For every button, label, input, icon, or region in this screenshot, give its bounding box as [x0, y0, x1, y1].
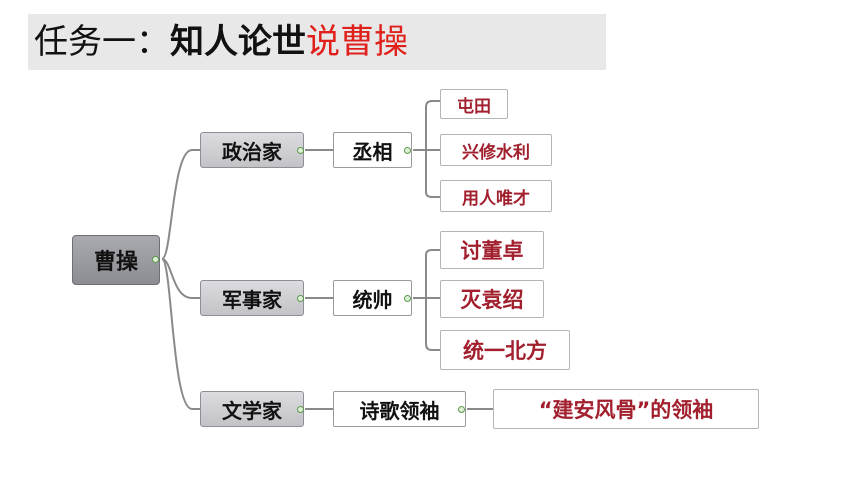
node-label: 文学家 [222, 398, 282, 423]
leaf-label: 用人唯才 [462, 188, 530, 209]
node-chancellor[interactable]: 丞相 [333, 132, 412, 168]
leaf-unify-north[interactable]: 统一北方 [440, 330, 570, 370]
collapse-dot-icon[interactable] [297, 295, 304, 302]
title-bar: 任务一：知人论世说曹操 [28, 14, 606, 70]
leaf-dongzhuo[interactable]: 讨董卓 [440, 231, 544, 269]
leaf-talent[interactable]: 用人唯才 [440, 180, 552, 212]
link-root-literary [161, 258, 200, 410]
leaf-tuntian[interactable]: 屯田 [440, 89, 508, 119]
collapse-dot-icon[interactable] [458, 406, 465, 413]
title-red: 说曹操 [306, 22, 408, 62]
node-label: 军事家 [222, 287, 282, 312]
node-label: 丞相 [352, 139, 393, 164]
link-root-politician [161, 149, 200, 260]
collapse-dot-icon[interactable] [297, 147, 304, 154]
root-label: 曹操 [93, 250, 138, 275]
leaf-label: 屯田 [457, 96, 491, 117]
link-root-military [161, 258, 200, 299]
node-label: 统帅 [352, 287, 393, 312]
leaf-label: 兴修水利 [462, 142, 530, 163]
leaf-label: 讨董卓 [460, 239, 524, 263]
title-prefix: 任务一： [34, 22, 170, 62]
collapse-dot-icon[interactable] [404, 147, 411, 154]
node-military[interactable]: 军事家 [200, 280, 304, 316]
link-commander-leaves [413, 249, 440, 351]
leaf-jianan-leader[interactable]: “建安风骨”的领袖 [493, 389, 759, 429]
collapse-dot-icon[interactable] [404, 295, 411, 302]
collapse-dot-icon[interactable] [152, 256, 159, 263]
node-poetry-leader[interactable]: 诗歌领袖 [333, 391, 466, 427]
node-label: 诗歌领袖 [359, 398, 440, 423]
node-literary[interactable]: 文学家 [200, 391, 304, 427]
leaf-label: “建安风骨”的领袖 [538, 398, 714, 422]
leaf-label: 灭袁绍 [460, 288, 524, 312]
collapse-dot-icon[interactable] [297, 406, 304, 413]
link-chancellor-leaves [413, 100, 440, 198]
root-node[interactable]: 曹操 [72, 235, 160, 285]
node-label: 政治家 [222, 139, 282, 164]
leaf-yuanshao[interactable]: 灭袁绍 [440, 280, 544, 318]
leaf-irrigation[interactable]: 兴修水利 [440, 134, 552, 166]
title-bold: 知人论世 [170, 22, 306, 62]
node-commander[interactable]: 统帅 [333, 280, 412, 316]
leaf-label: 统一北方 [463, 339, 547, 363]
node-politician[interactable]: 政治家 [200, 132, 304, 168]
